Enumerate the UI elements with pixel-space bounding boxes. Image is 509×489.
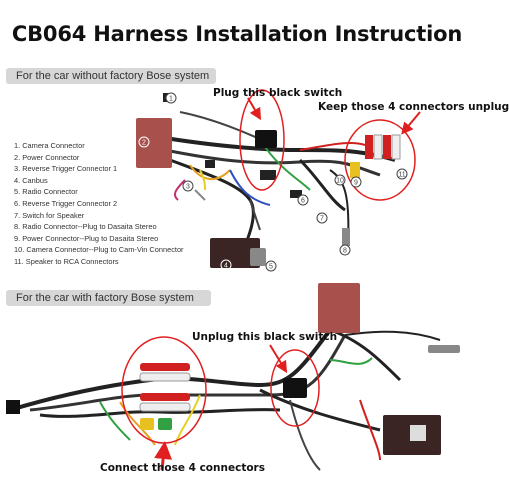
antenna-connector <box>342 228 350 246</box>
legend-item: 5. Radio Connector <box>14 187 78 197</box>
marker-3: 3 <box>186 184 190 191</box>
rca-connectors-section2 <box>139 363 191 430</box>
marker-9: 9 <box>354 180 358 187</box>
legend-item: 9. Power Connector--Plug to Dasaita Ster… <box>14 233 159 243</box>
plug-arrow <box>247 97 262 121</box>
keep-arrow <box>401 111 421 135</box>
marker-7: 7 <box>320 216 324 223</box>
marker-2: 2 <box>142 140 146 147</box>
marker-11: 11 <box>398 172 405 179</box>
unplug-arrow <box>269 344 288 374</box>
harness-diagram: 1 2 3 4 5 6 7 8 9 10 11 <box>6 89 460 471</box>
black-switch <box>255 130 277 148</box>
legend-item: 4. Canbus <box>14 175 48 185</box>
marker-8: 8 <box>343 248 347 255</box>
legend-item: 7. Switch for Speaker <box>14 210 85 220</box>
switch-highlight <box>239 89 285 191</box>
switch-highlight-section2 <box>270 349 320 427</box>
legend-item: 1. Camera Connector <box>14 141 85 150</box>
connect-arrow <box>154 441 173 471</box>
canbus-label <box>410 425 426 441</box>
marker-6: 6 <box>301 198 305 205</box>
rca-connectors <box>350 134 401 178</box>
section2-harness <box>6 283 460 471</box>
power-connector <box>136 118 172 168</box>
reverse-trigger-connector-1 <box>205 160 215 168</box>
canbus-box <box>210 238 260 268</box>
power-connector-top <box>318 283 360 333</box>
section1-banner: For the car without factory Bose system <box>6 68 216 84</box>
marker-4: 4 <box>224 263 228 270</box>
connect-connectors-label: Connect those 4 connectors <box>100 462 265 474</box>
legend-item: 8. Radio Connector--Plug to Dasaita Ster… <box>14 222 157 232</box>
radio-connector <box>250 248 266 266</box>
legend-item: 3. Reverse Trigger Connector 1 <box>14 164 118 174</box>
legend-item: 6. Reverse Trigger Connector 2 <box>14 198 118 208</box>
antenna <box>428 345 460 353</box>
section2-banner: For the car with factory Bose system <box>6 290 211 306</box>
reverse-trigger-connector <box>290 190 302 198</box>
keep-connectors-label: Keep those 4 connectors unplug <box>318 101 509 113</box>
legend-item: 2. Power Connector <box>14 152 80 162</box>
left-plug <box>6 400 20 414</box>
number-markers: 1 2 3 4 5 6 7 8 9 10 11 <box>138 92 408 272</box>
marker-10: 10 <box>336 178 344 185</box>
legend-item: 11. Speaker to RCA Connectors <box>14 256 119 266</box>
plug-switch-label: Plug this black switch <box>213 87 343 99</box>
marker-5: 5 <box>269 264 273 271</box>
page-title: CB064 Harness Installation Instruction <box>11 22 463 46</box>
connector-legend: 1. Camera Connector 2. Power Connector 3… <box>14 140 184 268</box>
unplug-switch-label: Unplug this black switch <box>192 331 338 343</box>
black-switch-section2 <box>283 378 307 398</box>
section1-harness <box>136 93 401 268</box>
marker-1: 1 <box>169 96 173 103</box>
rca-highlight <box>344 119 416 201</box>
legend-item: 10. Camera Connector--Plug to Cam-Vin Co… <box>14 245 184 255</box>
speaker-switch <box>260 170 276 180</box>
installation-instruction-sheet: CB064 Harness Installation Instruction F… <box>6 22 509 474</box>
